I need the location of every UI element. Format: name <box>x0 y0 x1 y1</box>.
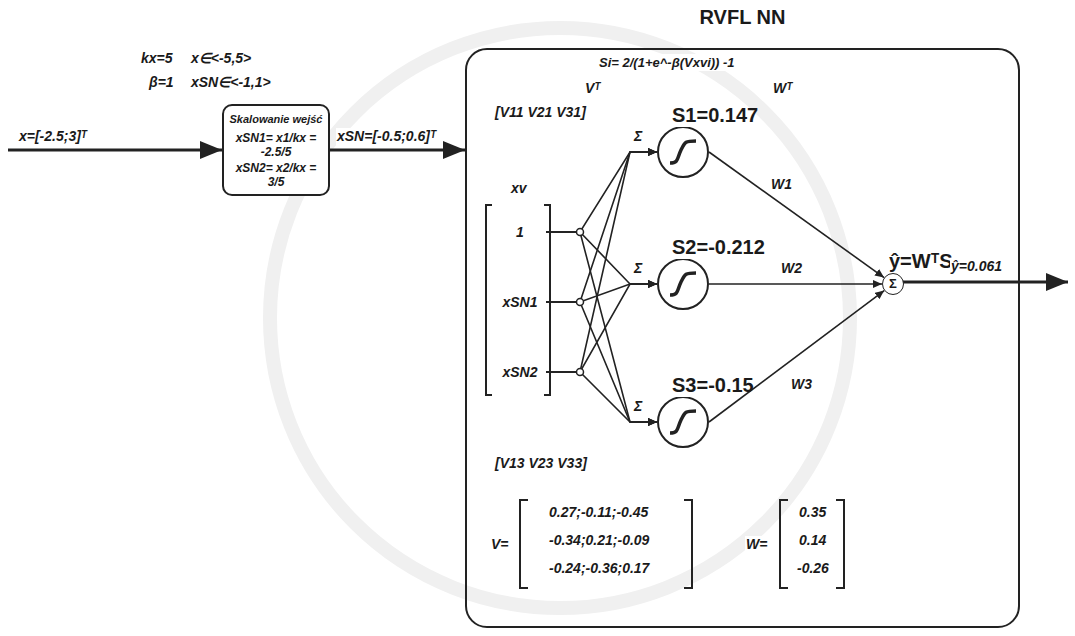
sum-junction: ŷ=WᵀSΣ <box>882 273 904 295</box>
connector <box>546 302 657 422</box>
weight-row: [V13 V23 V33] <box>494 455 588 472</box>
matrix-row: -0.34;0.21;-0.09 <box>548 532 650 549</box>
connector <box>546 232 657 284</box>
neuron-output: S2=-0.212 <box>671 236 695 259</box>
formula: Si= 2/(1+e^-β(Vxvi)) -1 <box>598 54 736 71</box>
output-arrow <box>903 281 1068 284</box>
connector <box>546 152 657 232</box>
scaling-box: Skalowanie wejść xSN1= x1/kx = -2.5/5xSN2… <box>222 104 330 196</box>
weight-name: W3 <box>790 376 813 393</box>
connector <box>709 152 884 278</box>
parameter: x∈<-5,5> <box>190 50 252 67</box>
parameter: xSN∈<-1,1> <box>190 74 272 91</box>
connector <box>546 284 657 302</box>
parameter: β=1 <box>148 74 175 91</box>
connector <box>546 284 657 372</box>
connector <box>546 372 657 422</box>
input-term: xSN2 <box>494 362 546 382</box>
input-name: xSN2 <box>502 364 537 380</box>
box-title: Skalowanie wejść <box>228 112 324 126</box>
neuron-circle: S1=0.147 <box>657 126 709 178</box>
matrix-row: -0.26 <box>796 560 830 577</box>
signal-name: x=[-2.5;3]ᵀ <box>18 128 88 145</box>
connector <box>546 152 657 372</box>
matrix-name: W= <box>745 536 768 553</box>
matrix-bracket <box>780 500 844 588</box>
matrix-name: Wᵀ <box>772 80 793 97</box>
sum-symbol: Σ <box>889 276 897 292</box>
input-junction <box>577 229 584 236</box>
neuron-output: S3=-0.15 <box>671 374 695 397</box>
matrix-row: 0.14 <box>798 532 827 549</box>
neuron-circle: S2=-0.212 <box>657 258 709 310</box>
matrix-row: 0.35 <box>798 504 827 521</box>
matrix-row: 0.27;-0.11;-0.45 <box>548 504 649 521</box>
connector <box>330 149 465 152</box>
input-term: xSN1 <box>494 292 546 312</box>
signal-name: xSN=[-0.5;0.6]ᵀ <box>336 128 437 145</box>
neuron-circle: S3=-0.15 <box>657 396 709 448</box>
connector <box>546 232 657 422</box>
sum-symbol: Σ <box>633 128 643 145</box>
sum-symbol: Σ <box>633 398 643 415</box>
frame-title: RVFL NN <box>467 6 1018 29</box>
vector-bracket <box>486 205 550 395</box>
sigmoid-symbol <box>659 260 707 308</box>
input-junction <box>577 299 584 306</box>
weight-name: W1 <box>770 176 793 193</box>
parameter: kx=5 <box>140 50 174 67</box>
formula: xSN1= x1/kx = -2.5/5 <box>228 131 324 159</box>
output-formula: ŷ=WᵀS <box>888 250 898 273</box>
vector-name: xv <box>510 180 528 197</box>
matrix-name: V= <box>490 536 510 553</box>
formula: xSN2= x2/kx = 3/5 <box>228 161 324 189</box>
sigmoid-symbol <box>659 398 707 446</box>
connector <box>709 283 882 285</box>
input-term: 1 <box>494 222 546 242</box>
matrix-row: -0.24;-0.36;0.17 <box>548 560 650 577</box>
weight-row: [V11 V21 V31] <box>494 104 587 121</box>
input-name: xSN1 <box>502 294 537 310</box>
matrix-bracket <box>520 500 692 588</box>
watermark-ring <box>270 28 850 608</box>
sum-symbol: Σ <box>633 260 643 277</box>
sigmoid-symbol <box>659 128 707 176</box>
input-arrow <box>8 149 222 152</box>
input-junction <box>577 369 584 376</box>
neuron-output: S1=0.147 <box>671 104 695 127</box>
weight-name: W2 <box>780 260 803 277</box>
matrix-name: Vᵀ <box>584 80 601 97</box>
output-value: ŷ=0.061 <box>950 258 1003 275</box>
input-name: 1 <box>516 224 524 240</box>
connector <box>709 291 884 422</box>
